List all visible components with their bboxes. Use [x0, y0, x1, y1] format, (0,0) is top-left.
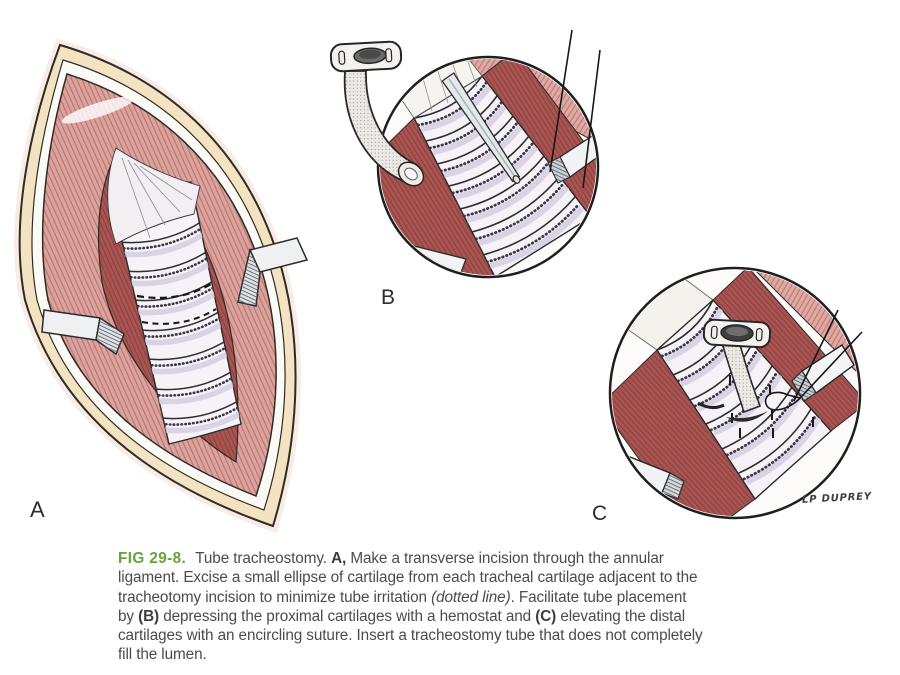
tube-flange-b [329, 40, 403, 73]
encircling-suture [764, 309, 863, 411]
caption-text: depressing the proximal cartilages with … [159, 607, 536, 625]
caption-panel-ref-b: (B) [138, 607, 160, 625]
caption-panel-ref-c: (C) [535, 607, 557, 625]
caption-text: Make a transverse incision through the a… [346, 550, 664, 567]
stay-sutures-b [549, 29, 601, 189]
panel-b-illustration [329, 29, 601, 279]
caption-text: by [118, 607, 139, 625]
caption-panel-ref-a: A, [331, 550, 347, 567]
caption-line-3: tracheotomy incision to minimize tube ir… [118, 588, 808, 607]
caption-text: Tube tracheostomy. [195, 550, 332, 567]
dotted-excision-marks [729, 375, 814, 438]
tracheostomy-tube-b [329, 40, 425, 187]
caption-text: ligament. Excise a small ellipse of cart… [118, 569, 698, 587]
caption-dotted-line-note: (dotted line) [431, 588, 511, 606]
magnifier-circle-c [608, 266, 862, 520]
caption-text: tracheotomy incision to minimize tube ir… [118, 588, 432, 606]
pretracheal-fascia [107, 147, 201, 245]
caption-text: cartilages with an encircling suture. In… [118, 627, 703, 645]
panel-a-illustration [14, 38, 309, 534]
panel-label-c: C [592, 502, 608, 525]
retractor-left [41, 309, 125, 356]
panel-label-a: A [30, 497, 45, 522]
panel-c-illustration [608, 266, 863, 520]
caption-line-5: cartilages with an encircling suture. In… [118, 626, 808, 645]
stoma-opening [726, 411, 768, 422]
muscle-highlight [61, 96, 135, 124]
caption-line-2: ligament. Excise a small ellipse of cart… [118, 568, 808, 587]
tube-flange-c [702, 318, 772, 349]
hemostat [441, 72, 521, 184]
retractor-right [237, 237, 309, 307]
magnifier-circle-b [376, 55, 600, 279]
panel-label-b: B [381, 286, 396, 309]
caption-line-6: fill the lumen. [118, 645, 808, 664]
tracheostomy-tube-c [721, 335, 762, 414]
magnified-field-c [612, 270, 858, 516]
dotted-incision-line [136, 283, 217, 325]
caption-line-4: by (B) depressing the proximal cartilage… [118, 607, 808, 626]
figure-caption: FIG 29-8. Tube tracheostomy. A, Make a tr… [118, 549, 808, 665]
caption-text: elevating the distal [556, 607, 686, 625]
figure-number: FIG 29-8. [118, 550, 187, 567]
caption-line-1: FIG 29-8. Tube tracheostomy. A, Make a tr… [118, 549, 808, 568]
magnified-field-b [380, 59, 596, 275]
caption-text: fill the lumen. [118, 646, 207, 664]
caption-text: . Facilitate tube placement [510, 588, 687, 606]
